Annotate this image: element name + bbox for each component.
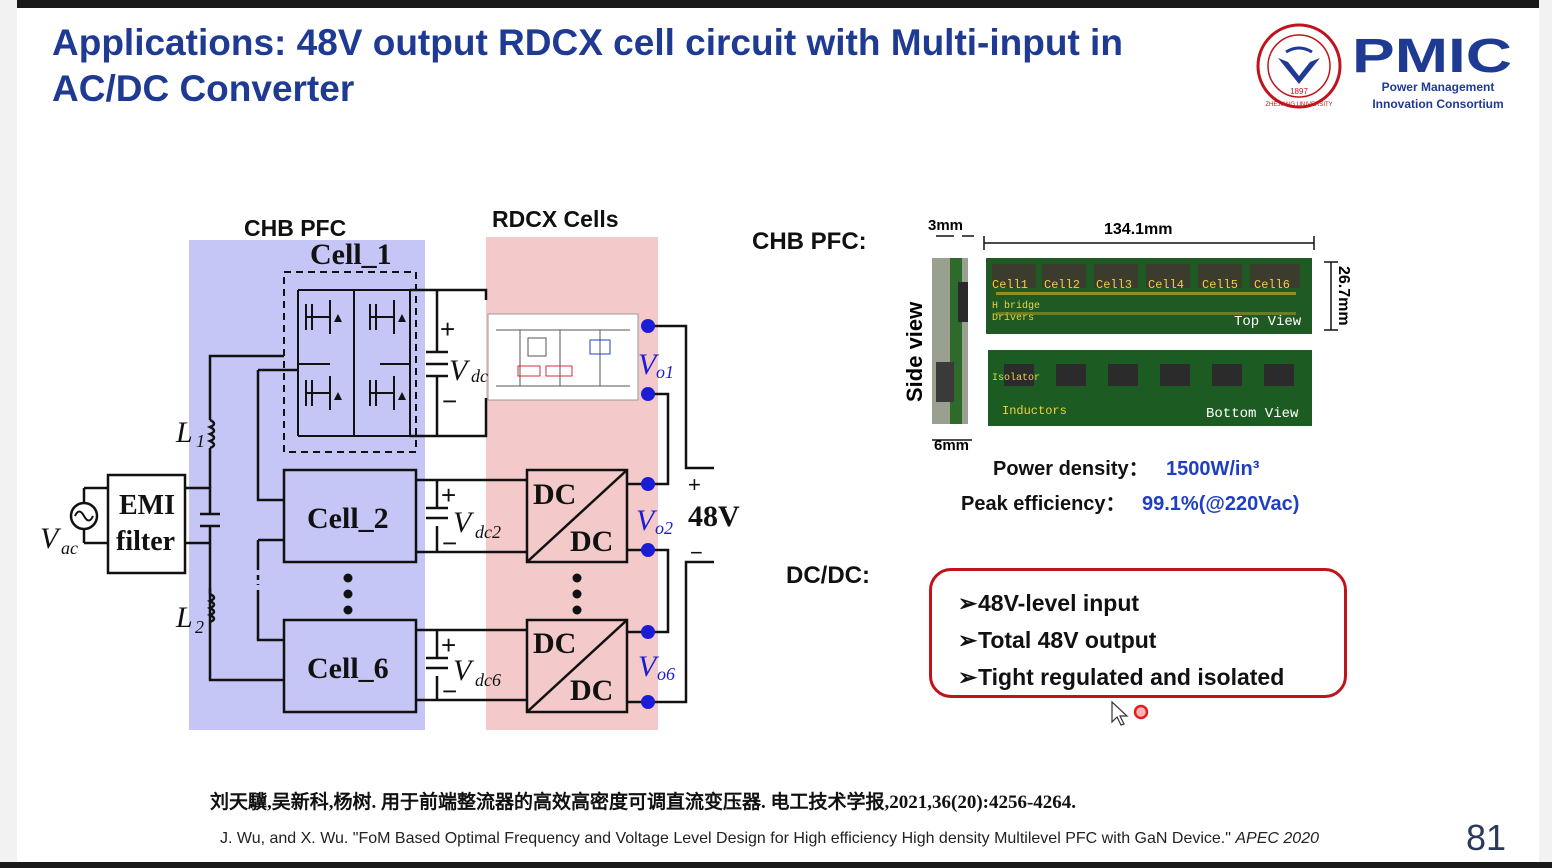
vo6-subscript: o6 [657,664,675,684]
l1-label: L [175,416,193,449]
dim-height: 26.7mm [1335,266,1352,326]
dcdc6-top-label: DC [533,627,576,660]
feature-item: ➢Total 48V output [958,622,1344,659]
logo-subtitle-2: Innovation Consortium [1372,97,1504,111]
bullet-arrow-icon: ➢ [958,627,978,653]
bottom-border [0,862,1552,868]
pcb-cell2: Cell2 [1044,278,1080,292]
cell1-plus: + [440,314,455,344]
l2-label: L [175,601,193,634]
page-number: 81 [1466,817,1507,858]
vo1-label: V [638,348,660,381]
dcdc2-bottom-label: DC [570,525,613,558]
circuit-wires [82,288,714,714]
cell2-minus: − [442,528,457,558]
vdc2-label: V [453,506,475,539]
bottom-view-label: Bottom View [1206,406,1299,422]
power-density-value: 1500W/in³ [1166,458,1260,480]
logo: 1897 ZHEJIANG UNIVERSITY PMIC [1256,22,1516,114]
feature-item: ➢Tight regulated and isolated [958,659,1344,696]
slide-title: Applications: 48V output RDCX cell circu… [52,22,1123,109]
peak-efficiency-label: Peak efficiency： [961,493,1126,515]
reference-chinese: 刘天驥,吴新科,杨树. 用于前端整流器的高效高密度可调直流变压器. 电工技术学报… [210,792,1077,813]
vdc6-subscript: dc6 [475,670,501,690]
feature-text: 48V-level input [978,590,1140,616]
dim-3mm: 3mm [928,217,963,234]
svg-text:1897: 1897 [1290,87,1308,96]
cell6-plus: + [441,630,456,660]
cell6-label: Cell_6 [307,652,389,685]
bullet-arrow-icon: ➢ [958,590,978,616]
vdc2-subscript: dc2 [475,522,501,542]
right-margin [1539,0,1552,868]
cell1-box [283,271,417,453]
left-margin [0,0,17,868]
ellipsis-dots [343,573,582,615]
bottom-view-photo [988,350,1312,426]
pcb-cell1: Cell1 [992,278,1028,292]
mouse-pointer-icon [1111,700,1149,726]
peak-efficiency-value: 99.1%(@220Vac) [1142,493,1300,515]
vo1-subscript: o1 [656,362,674,382]
bullet-arrow-icon: ➢ [958,664,978,690]
pcb-hbridge-1: H bridge [992,300,1040,312]
dcdc-feature-box: ➢48V-level input ➢Total 48V output ➢Tigh… [929,568,1347,698]
vo6-label: V [638,650,660,683]
dcdc2-top-label: DC [533,478,576,511]
pcb-inductors: Inductors [1002,404,1067,418]
pcb-cell4: Cell4 [1148,278,1184,292]
pcb-cell3: Cell3 [1096,278,1132,292]
cell2-label: Cell_2 [307,502,389,535]
vo2-label: V [636,504,658,537]
dim-6mm: 6mm [934,437,969,454]
vac-subscript: ac [61,538,78,558]
output-nodes [641,319,655,709]
emi-label-1: EMI [119,490,175,521]
cell1-label: Cell_1 [310,238,392,271]
logo-subtitle-1: Power Management [1381,80,1495,94]
pcb-photos: 3mm 134.1mm 26.7mm 6mm Side view Cell1 C… [902,217,1352,454]
pcb-cell6: Cell6 [1254,278,1290,292]
pmic-logo-icon: PMIC [1352,30,1512,82]
pcb-isolator: Isolator [992,372,1040,384]
circuit-diagram: CHB PFC RDCX Cells Cell_1 [40,206,740,730]
power-density-label: Power density： [993,458,1149,480]
vac-label: V [40,522,62,555]
svg-text:ZHEJIANG UNIVERSITY: ZHEJIANG UNIVERSITY [1265,102,1332,108]
dcdc-label: DC/DC: [786,562,870,589]
cell6-minus: − [442,676,457,706]
feature-text: Tight regulated and isolated [978,664,1285,690]
reference-english: J. Wu, and X. Wu. "FoM Based Optimal Fre… [220,828,1319,850]
vo2-subscript: o2 [655,518,673,538]
dim-length: 134.1mm [1104,221,1173,238]
l1-subscript: 1 [196,431,205,451]
output-minus: − [690,540,703,565]
top-border [0,0,1552,8]
feature-text: Total 48V output [978,627,1157,653]
cell2-plus: + [441,480,456,510]
h-bridge-icon [297,289,411,437]
cell1-minus: − [442,386,457,416]
reference-english-venue: APEC 2020 [1235,830,1319,847]
dcdc6-bottom-label: DC [570,674,613,707]
top-view-label: Top View [1234,314,1302,330]
side-view-label: Side view [902,301,927,402]
chb-pfc-photo-label: CHB PFC: [752,228,867,255]
feature-item: ➢48V-level input [958,585,1344,622]
vdc6-label: V [453,654,475,687]
emi-label-2: filter [116,526,175,557]
vdc-label: V [449,354,471,387]
reference-english-main: J. Wu, and X. Wu. "FoM Based Optimal Fre… [220,830,1236,847]
svg-text:PMIC: PMIC [1352,30,1512,82]
vdc-subscript: dc [471,366,488,386]
pcb-cell5: Cell5 [1202,278,1238,292]
chb-pfc-heading: CHB PFC [244,215,346,241]
output-plus: + [688,472,701,497]
rdcx-heading: RDCX Cells [492,206,619,232]
pcb-hbridge-2: Drivers [992,312,1034,324]
zju-seal-icon: 1897 ZHEJIANG UNIVERSITY [1256,23,1342,109]
rdcx-schematic-thumbnail [487,313,639,401]
output-voltage-label: 48V [688,500,740,533]
l2-subscript: 2 [195,617,204,637]
